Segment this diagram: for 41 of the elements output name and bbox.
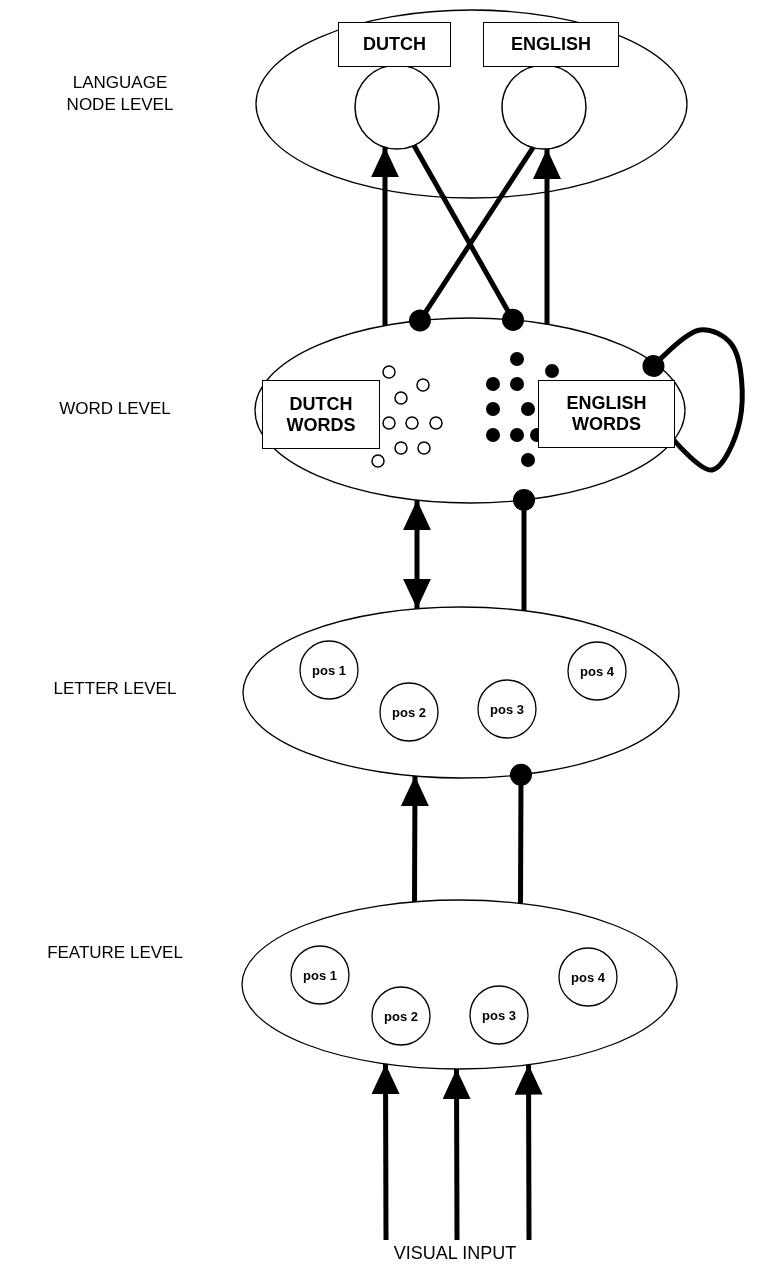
inhibitory-connector <box>513 489 535 611</box>
position-circle <box>380 683 438 741</box>
position-circle <box>291 946 349 1004</box>
level-ellipse <box>256 10 687 198</box>
arrow <box>514 1064 543 1240</box>
language-node-circle <box>502 65 586 149</box>
position-label: pos 3 <box>490 701 524 717</box>
position-circle <box>300 641 358 699</box>
position-label: pos 1 <box>303 967 337 983</box>
position-label: pos 3 <box>482 1007 516 1023</box>
arrow <box>371 147 399 326</box>
arrow <box>442 1069 471 1240</box>
position-label: pos 4 <box>580 663 614 679</box>
position-circle <box>372 987 430 1045</box>
position-circle <box>470 986 528 1044</box>
position-circle <box>559 948 617 1006</box>
arrow <box>403 500 431 609</box>
position-circle <box>568 642 626 700</box>
level-ellipse <box>243 607 679 778</box>
level-label: LETTER LEVEL <box>52 678 178 700</box>
inhibitory-connector <box>510 763 532 904</box>
position-circle <box>478 680 536 738</box>
level-label: WORD LEVEL <box>58 398 172 420</box>
level-label: FEATURE LEVEL <box>46 942 184 964</box>
label-box: ENGLISH WORDS <box>538 380 675 448</box>
label-box: DUTCH <box>338 22 451 67</box>
level-label: LANGUAGE NODE LEVEL <box>65 72 175 117</box>
arrow <box>371 1063 400 1240</box>
position-label: pos 1 <box>312 662 346 678</box>
level-ellipse <box>242 900 677 1069</box>
position-label: pos 2 <box>384 1008 418 1024</box>
label-box: ENGLISH <box>483 22 619 67</box>
inhibitory-connector <box>642 327 745 473</box>
input-label: VISUAL INPUT <box>370 1240 540 1266</box>
arrow <box>400 776 429 902</box>
position-label: pos 2 <box>392 704 426 720</box>
position-label: pos 4 <box>571 969 605 985</box>
label-box: DUTCH WORDS <box>262 380 380 449</box>
arrow <box>533 148 561 325</box>
level-ellipse <box>255 318 685 503</box>
language-node-circle <box>355 65 439 149</box>
